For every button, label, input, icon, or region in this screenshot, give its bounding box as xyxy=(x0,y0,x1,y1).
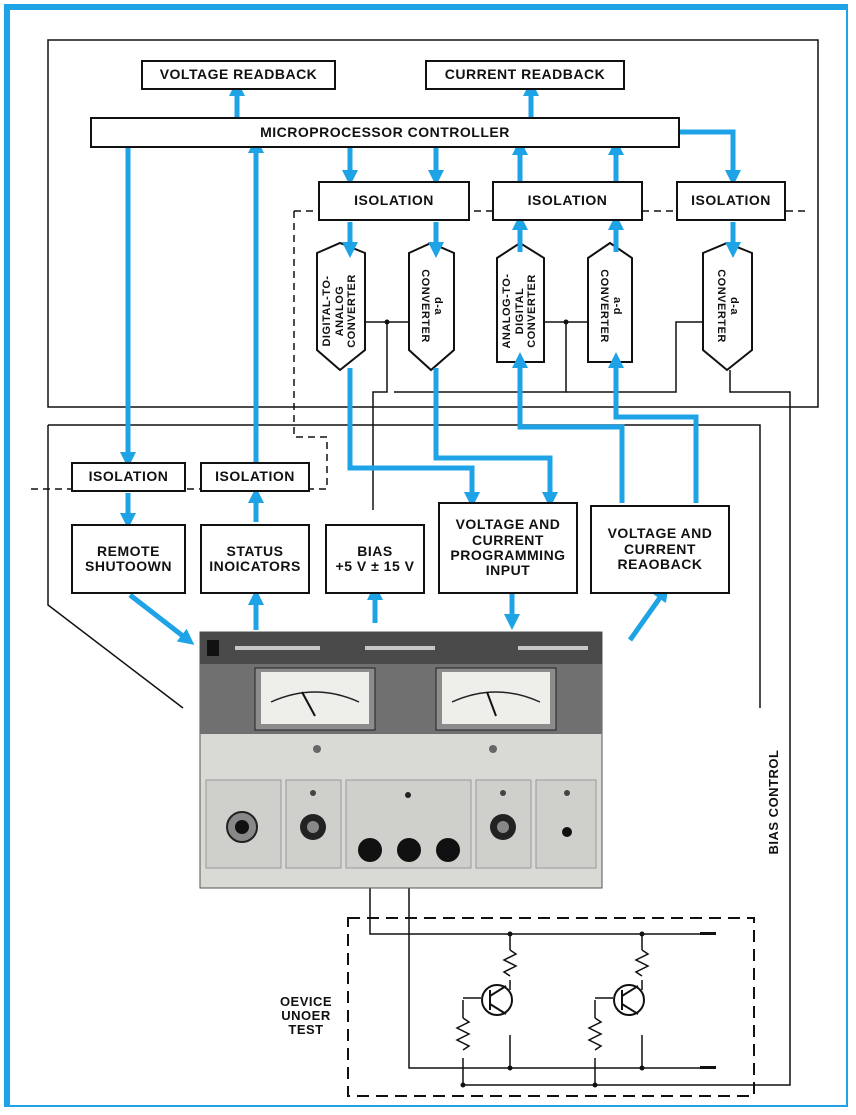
ad-label: a-d CONVERTER xyxy=(594,261,626,351)
device-under-test-label: OEVICE UNOER TEST xyxy=(266,988,346,1044)
isolation-block-output: ISOLATION xyxy=(318,181,470,221)
isolation-block-status: ISOLATION xyxy=(200,462,310,492)
readback-block: VOLTAGE AND CURRENT REAOBACK xyxy=(590,505,730,594)
bias-control-label: BIAS CONTROL xyxy=(764,742,784,862)
current-readback-block: CURRENT READBACK xyxy=(425,60,625,90)
programming-input-block: VOLTAGE AND CURRENT PROGRAMMING INPUT xyxy=(438,502,578,594)
voltage-readback-block: VOLTAGE READBACK xyxy=(141,60,336,90)
da-label-2: d-a CONVERTER xyxy=(711,261,743,351)
bias-block: BIAS +5 V ± 15 V xyxy=(325,524,425,594)
adc-label: ANALOG-TO- DIGITAL CONVERTER xyxy=(499,256,541,366)
isolation-block-bias: ISOLATION xyxy=(676,181,786,221)
isolation-block-readback: ISOLATION xyxy=(492,181,643,221)
power-supply-instrument xyxy=(200,632,602,888)
isolation-block-shutdown: ISOLATION xyxy=(71,462,186,492)
status-indicators-block: STATUS INOICATORS xyxy=(200,524,310,594)
microprocessor-controller-block: MICROPROCESSOR CONTROLLER xyxy=(90,117,680,148)
remote-shutdown-block: REMOTE SHUTOOWN xyxy=(71,524,186,594)
transistor-symbols xyxy=(482,985,644,1015)
da-label-1: d-a CONVERTER xyxy=(415,261,447,351)
dac-label: DIGITAL-TO- ANALOG CONVERTER xyxy=(319,256,361,366)
